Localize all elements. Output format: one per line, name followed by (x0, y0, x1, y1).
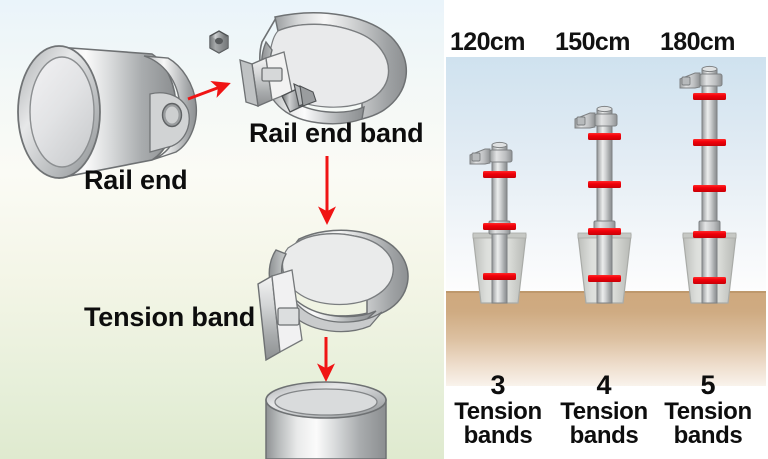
ground-line (446, 291, 766, 293)
caption-line2: bands (463, 422, 533, 449)
exploded-assembly-panel: Rail end Rail end band Tension band (0, 0, 444, 459)
post-stub-part (265, 381, 387, 459)
size-label-150cm: 150cm (555, 28, 630, 56)
arrow-rail-end-to-band (187, 81, 231, 101)
sky-background (446, 57, 766, 291)
caption-count: 5 (700, 370, 716, 400)
bolt-part (281, 82, 317, 113)
size-label-180cm: 180cm (660, 28, 735, 56)
label-rail-end-band: Rail end band (249, 118, 424, 148)
outdoor-scene (446, 57, 766, 386)
caption-line1: Tension (560, 397, 648, 425)
caption-line2: bands (569, 422, 639, 449)
caption-line2: bands (673, 422, 743, 449)
rail-end-band-part (209, 12, 408, 125)
caption-post-180cm: 5 Tension bands (653, 370, 763, 449)
size-label-120cm: 120cm (450, 28, 525, 56)
label-tension-band: Tension band (84, 302, 256, 332)
caption-line1: Tension (664, 397, 752, 425)
caption-post-150cm: 4 Tension bands (549, 370, 659, 449)
label-rail-end: Rail end (84, 165, 188, 195)
assembly-artwork (17, 12, 409, 459)
rail-end-part (17, 45, 198, 179)
ground-soil (446, 291, 766, 386)
nut-part (209, 30, 229, 54)
caption-count: 3 (490, 370, 506, 400)
tension-band-part (257, 229, 409, 362)
caption-post-120cm: 3 Tension bands (443, 370, 553, 449)
caption-count: 4 (596, 370, 612, 400)
caption-line1: Tension (454, 397, 542, 425)
